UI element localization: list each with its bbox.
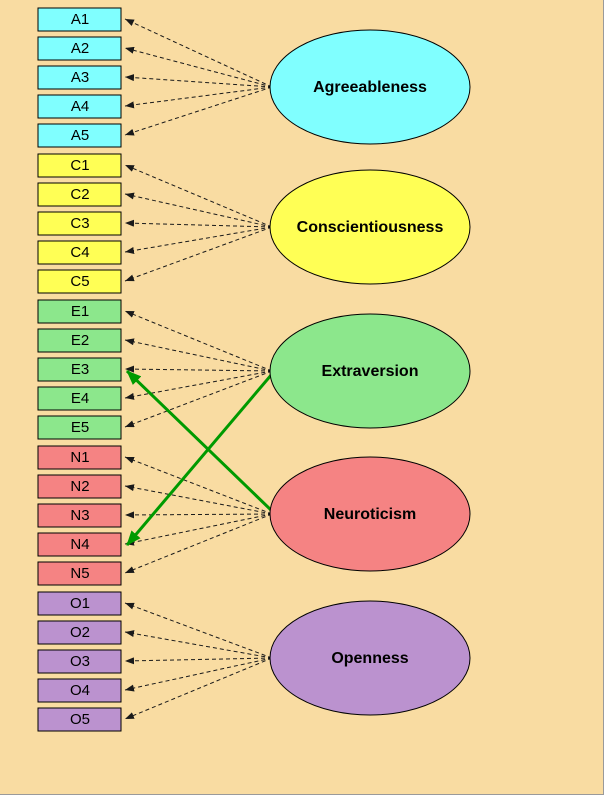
indicator-label-n2: N2 xyxy=(70,478,89,495)
loading-path-o3 xyxy=(124,657,273,665)
indicator-box-c1 xyxy=(37,153,122,178)
indicator-box-c2 xyxy=(37,182,122,207)
factor-ellipse-openness xyxy=(269,600,471,716)
indicator-label-a1: A1 xyxy=(71,11,89,28)
indicator-box-o2 xyxy=(37,620,122,645)
indicator-box-o5 xyxy=(37,707,122,732)
loading-path-n2 xyxy=(124,484,273,515)
loading-path-a1 xyxy=(124,18,273,88)
indicator-label-a2: A2 xyxy=(71,40,89,57)
indicator-box-n4 xyxy=(37,532,122,557)
indicator-label-n5: N5 xyxy=(70,565,89,582)
indicator-box-e3 xyxy=(37,357,122,382)
loading-path-a3 xyxy=(124,74,273,88)
indicator-box-c4 xyxy=(37,240,122,265)
indicator-box-e5 xyxy=(37,415,122,440)
factor-label-extraversion: Extraversion xyxy=(322,363,419,380)
loading-path-e4 xyxy=(124,370,273,400)
indicator-label-o4: O4 xyxy=(70,682,90,699)
indicator-label-e5: E5 xyxy=(71,419,89,436)
indicator-label-n4: N4 xyxy=(70,536,89,553)
loading-path-c3 xyxy=(124,219,273,228)
cross-loading-neuroticism-e3 xyxy=(125,369,274,513)
indicator-label-n3: N3 xyxy=(70,507,89,524)
indicator-box-a3 xyxy=(37,65,122,90)
loading-path-o1 xyxy=(124,602,273,659)
factor-ellipse-agreeableness xyxy=(269,29,471,145)
loading-path-n3 xyxy=(124,511,273,519)
indicator-box-a4 xyxy=(37,94,122,119)
factor-label-conscientiousness: Conscientiousness xyxy=(297,219,444,236)
indicator-label-c1: C1 xyxy=(70,157,89,174)
indicator-label-o5: O5 xyxy=(70,711,90,728)
indicator-label-c5: C5 xyxy=(70,273,89,290)
indicator-box-o3 xyxy=(37,649,122,674)
indicator-label-a4: A4 xyxy=(71,98,89,115)
factor-label-openness: Openness xyxy=(331,650,408,667)
loading-path-a5 xyxy=(124,86,273,136)
indicator-label-o2: O2 xyxy=(70,624,90,641)
cross-loading-extraversion-n4 xyxy=(125,373,274,546)
loading-path-c5 xyxy=(124,226,273,282)
indicator-box-a1 xyxy=(37,7,122,32)
indicator-label-o3: O3 xyxy=(70,653,90,670)
indicator-label-o1: O1 xyxy=(70,595,90,612)
indicator-label-e2: E2 xyxy=(71,332,89,349)
indicator-label-e4: E4 xyxy=(71,390,89,407)
loading-path-e1 xyxy=(124,310,273,372)
indicator-label-a3: A3 xyxy=(71,69,89,86)
indicator-box-n1 xyxy=(37,445,122,470)
indicator-box-a2 xyxy=(37,36,122,61)
indicator-label-n1: N1 xyxy=(70,449,89,466)
indicator-box-n5 xyxy=(37,561,122,586)
loading-path-a4 xyxy=(124,86,273,109)
indicator-box-a5 xyxy=(37,123,122,148)
factor-label-agreeableness: Agreeableness xyxy=(313,79,427,96)
loading-path-e3 xyxy=(124,365,273,373)
factor-ellipse-conscientiousness xyxy=(269,169,471,285)
indicator-label-c2: C2 xyxy=(70,186,89,203)
indicator-box-c5 xyxy=(37,269,122,294)
indicator-box-e4 xyxy=(37,386,122,411)
indicator-box-o4 xyxy=(37,678,122,703)
indicator-box-o1 xyxy=(37,591,122,616)
factor-label-neuroticism: Neuroticism xyxy=(324,506,416,523)
indicator-box-e2 xyxy=(37,328,122,353)
indicator-box-n2 xyxy=(37,474,122,499)
indicator-label-c4: C4 xyxy=(70,244,89,261)
loading-path-n5 xyxy=(124,513,273,574)
indicator-box-c3 xyxy=(37,211,122,236)
loading-path-o2 xyxy=(124,630,273,659)
indicator-label-a5: A5 xyxy=(71,127,89,144)
loading-path-e5 xyxy=(124,370,273,428)
loading-path-a2 xyxy=(124,46,273,88)
indicator-label-e1: E1 xyxy=(71,303,89,320)
loading-path-n1 xyxy=(124,456,273,515)
loading-path-c4 xyxy=(124,226,273,254)
factor-ellipse-neuroticism xyxy=(269,456,471,572)
loading-path-c1 xyxy=(124,164,273,228)
indicator-box-e1 xyxy=(37,299,122,324)
indicator-box-n3 xyxy=(37,503,122,528)
indicator-label-c3: C3 xyxy=(70,215,89,232)
indicator-label-e3: E3 xyxy=(71,361,89,378)
factor-ellipse-extraversion xyxy=(269,313,471,429)
loading-path-o5 xyxy=(124,657,273,720)
